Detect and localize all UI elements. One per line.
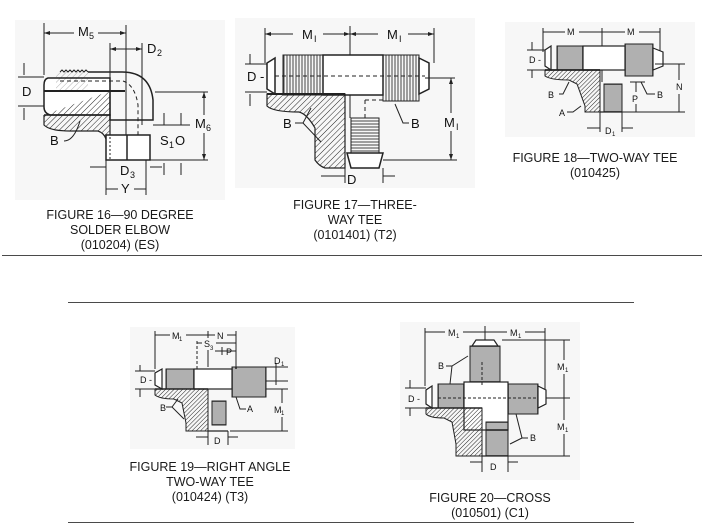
- svg-text:M: M: [387, 27, 398, 42]
- svg-text:M: M: [627, 27, 635, 37]
- svg-text:M: M: [444, 115, 455, 130]
- figure-18-caption: FIGURE 18—TWO-WAY TEE (010425): [512, 151, 678, 180]
- figure-16-solder-elbow: M 5 D 2 D M 6 S 1 O B D 3 Y: [10, 15, 230, 205]
- svg-text:N: N: [217, 331, 224, 341]
- svg-text:I: I: [456, 122, 459, 132]
- svg-text:M: M: [510, 328, 518, 338]
- svg-text:P: P: [226, 347, 232, 357]
- svg-text:B: B: [283, 116, 292, 131]
- svg-text:B: B: [160, 403, 166, 413]
- svg-text:D -: D -: [408, 394, 420, 404]
- svg-text:I: I: [314, 34, 317, 44]
- svg-text:2: 2: [157, 48, 162, 58]
- svg-text:I: I: [399, 34, 402, 44]
- svg-text:B: B: [657, 90, 663, 100]
- svg-text:1: 1: [456, 334, 460, 340]
- rule-middle: [68, 302, 634, 303]
- svg-text:D: D: [214, 436, 221, 446]
- svg-text:1: 1: [179, 337, 183, 343]
- svg-text:B: B: [530, 433, 536, 443]
- figure-16-caption: FIGURE 16—90 DEGREE SOLDER ELBOW (010204…: [46, 208, 194, 252]
- svg-text:1: 1: [518, 334, 522, 340]
- svg-text:B: B: [548, 90, 554, 100]
- svg-text:D -: D -: [529, 55, 541, 65]
- svg-text:5: 5: [89, 31, 94, 41]
- svg-text:M: M: [557, 422, 565, 432]
- svg-text:A: A: [559, 108, 565, 118]
- svg-text:1: 1: [612, 132, 616, 138]
- svg-text:D: D: [347, 172, 356, 187]
- svg-text:M: M: [448, 328, 456, 338]
- svg-text:N: N: [676, 82, 683, 92]
- svg-text:D: D: [490, 462, 497, 472]
- svg-text:D: D: [274, 356, 281, 366]
- figure-20-caption: FIGURE 20—CROSS (010501) (C1): [429, 491, 551, 520]
- svg-text:1: 1: [281, 411, 285, 417]
- svg-text:S: S: [160, 133, 169, 148]
- svg-text:B: B: [438, 361, 444, 371]
- svg-text:1: 1: [565, 428, 569, 434]
- svg-text:D: D: [605, 126, 612, 136]
- svg-text:O: O: [175, 133, 185, 148]
- rule-bottom: [68, 522, 634, 523]
- rule-top-section: [2, 255, 702, 256]
- svg-text:D: D: [147, 41, 156, 56]
- svg-text:M: M: [195, 116, 206, 131]
- svg-text:M: M: [302, 27, 313, 42]
- svg-text:M: M: [557, 362, 565, 372]
- svg-text:1: 1: [565, 368, 569, 374]
- svg-text:D -: D -: [247, 69, 264, 84]
- svg-text:B: B: [50, 133, 59, 148]
- svg-text:D -: D -: [140, 375, 152, 385]
- svg-text:1: 1: [169, 140, 174, 150]
- svg-text:3: 3: [130, 170, 135, 180]
- figure-19-caption: FIGURE 19—RIGHT ANGLE TWO-WAY TEE (01042…: [129, 460, 291, 504]
- svg-text:3: 3: [210, 346, 214, 352]
- svg-text:D: D: [22, 84, 31, 99]
- figure-17-caption: FIGURE 17—THREE- WAY TEE (0101401) (T2): [293, 198, 417, 242]
- svg-text:S: S: [204, 339, 210, 349]
- elbow-drawing: M 5 D 2 D M 6 S 1 O B D 3 Y: [18, 23, 218, 196]
- svg-text:Y: Y: [121, 181, 130, 196]
- svg-text:6: 6: [206, 123, 211, 133]
- svg-text:D: D: [120, 163, 129, 178]
- svg-text:M: M: [78, 24, 89, 39]
- svg-text:A: A: [247, 404, 253, 414]
- svg-text:M: M: [172, 331, 180, 341]
- svg-text:B: B: [411, 116, 420, 131]
- svg-text:P: P: [632, 94, 638, 104]
- svg-text:1: 1: [281, 362, 285, 368]
- svg-text:M: M: [567, 27, 575, 37]
- svg-text:M: M: [274, 405, 282, 415]
